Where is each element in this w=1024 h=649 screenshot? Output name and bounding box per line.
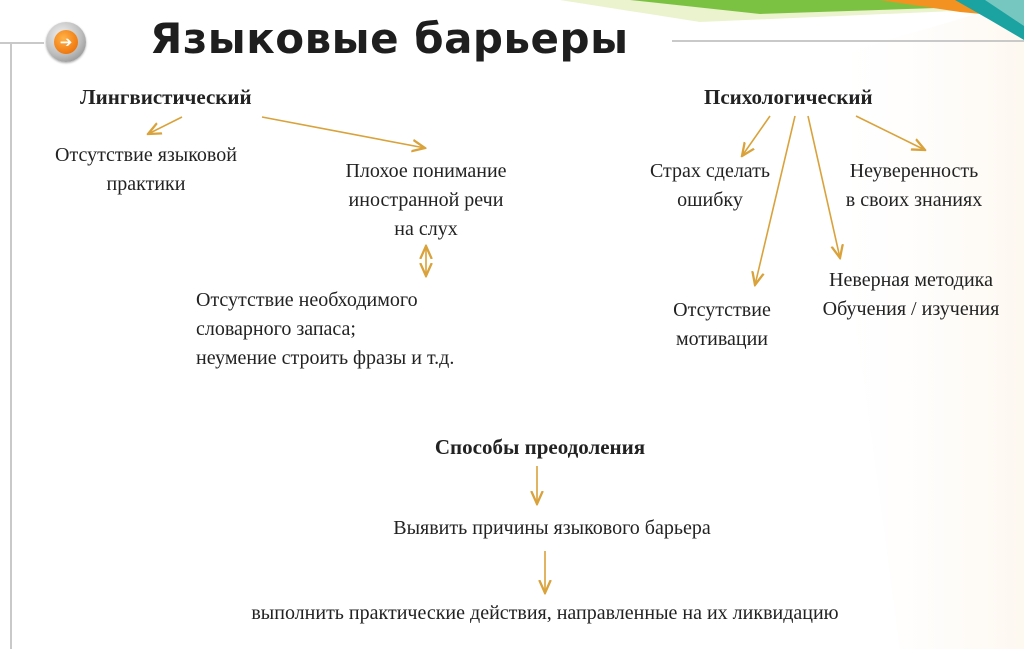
node-no-practice: Отсутствие языковой практики — [34, 141, 258, 199]
node-uncertainty: Неуверенность в своих знаниях — [826, 157, 1002, 215]
node-uncertainty-line1: Неуверенность — [849, 160, 979, 182]
arrow-to-no-practice — [148, 116, 183, 134]
arrow-to-method — [807, 115, 840, 258]
heading-overcome: Способы преодоления — [434, 435, 646, 459]
node-step1: Выявить причины языкового барьера — [393, 517, 711, 539]
node-fear: Страх сделать ошибку — [628, 157, 792, 215]
node-poor-listening-line1: Плохое понимание — [345, 160, 507, 182]
frame-left-line — [0, 42, 44, 44]
node-method-line1: Неверная методика — [829, 269, 993, 291]
arrow-to-uncertainty — [855, 115, 925, 150]
frame-right-line — [672, 40, 1024, 42]
heading-linguistic: Лингвистический — [80, 85, 252, 109]
heading-psychological: Психологический — [704, 85, 873, 109]
page-title: Языковые барьеры — [150, 14, 629, 63]
arrow-to-poor-listening — [261, 116, 425, 148]
node-method: Неверная методика Обучения / изучения — [800, 266, 1022, 324]
node-motivation-line2: мотивации — [675, 328, 768, 350]
arrow-to-motivation — [755, 115, 796, 285]
node-fear-line2: ошибку — [677, 189, 743, 211]
node-poor-listening-line2: иностранной речи — [348, 189, 504, 211]
node-motivation-line1: Отсутствие — [673, 299, 771, 321]
node-uncertainty-line2: в своих знаниях — [845, 189, 983, 211]
node-poor-listening-line3: на слух — [394, 218, 458, 240]
node-vocabulary-line1: Отсутствие необходимого — [196, 289, 418, 311]
node-vocabulary: Отсутствие необходимого словарного запас… — [196, 286, 454, 373]
node-no-practice-line1: Отсутствие языковой — [55, 144, 237, 166]
node-vocabulary-line2: словарного запаса; — [196, 318, 356, 340]
arrow-right-icon: ➔ — [54, 30, 78, 54]
node-step2: выполнить практические действия, направл… — [251, 602, 839, 624]
node-vocabulary-line3: неумение строить фразы и т.д. — [196, 347, 455, 369]
node-motivation: Отсутствие мотивации — [652, 296, 792, 354]
node-poor-listening: Плохое понимание иностранной речи на слу… — [318, 157, 534, 244]
frame-left-vertical — [10, 42, 12, 649]
node-method-line2: Обучения / изучения — [822, 298, 1000, 320]
bullet-icon: ➔ — [46, 22, 86, 62]
arrow-to-fear — [742, 115, 771, 156]
node-fear-line1: Страх сделать — [649, 160, 771, 182]
node-no-practice-line2: практики — [106, 173, 186, 195]
